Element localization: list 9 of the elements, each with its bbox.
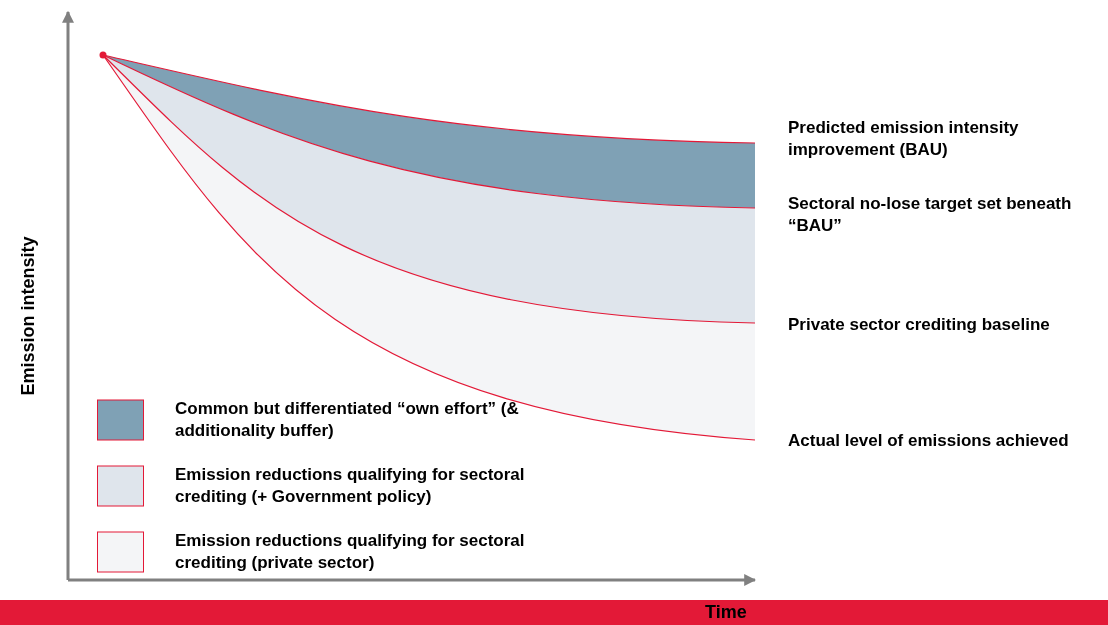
curve-label: Predicted emission intensity improvement (BAU) (788, 117, 1020, 161)
curve-label: Sectoral no-lose target set beneath “BAU” (788, 193, 1073, 237)
curve-label: Private sector crediting baseline (788, 314, 1051, 336)
curve-label: Actual level of emissions achieved (788, 430, 1070, 452)
legend-label: Emission reductions qualifying for sectoral crediting (+ Government policy) (175, 464, 526, 508)
legend-label: Emission reductions qualifying for sectoral crediting (private sector) (175, 530, 526, 574)
axis-title: Time (705, 601, 747, 623)
axis-title: Emission intensity (17, 236, 39, 396)
legend-label: Common but differentiated “own effort” (& additionality buffer) (175, 398, 520, 442)
